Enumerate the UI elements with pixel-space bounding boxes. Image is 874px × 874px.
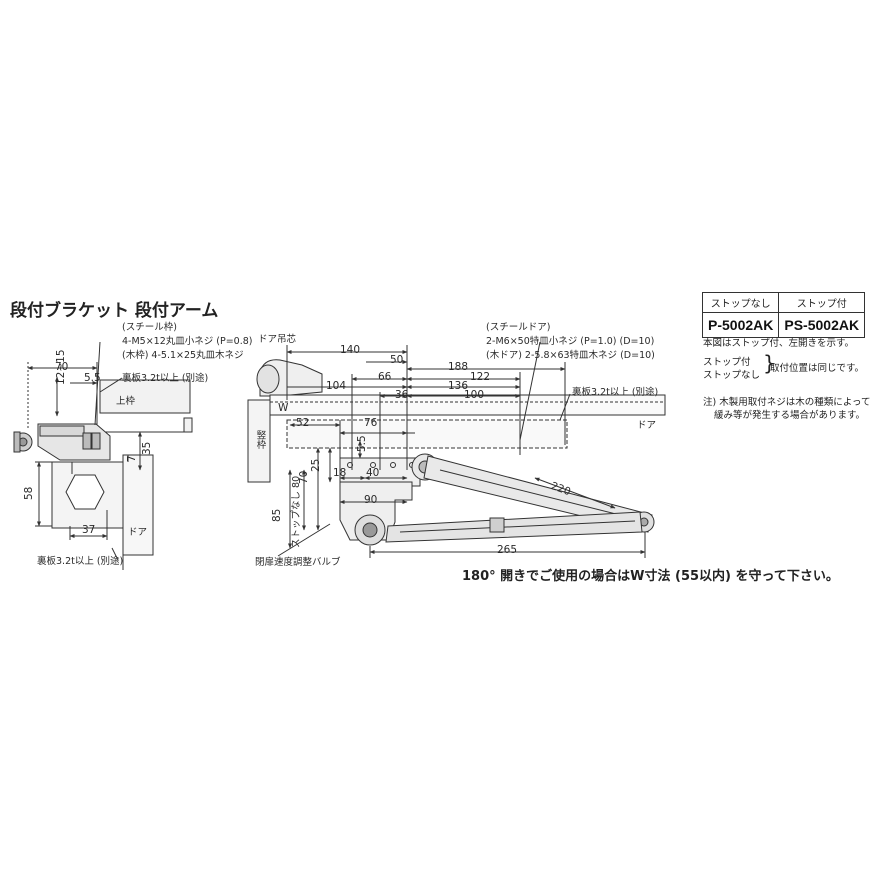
- upper-frame-label: 上枠: [116, 396, 136, 407]
- dim-52: 52: [296, 417, 310, 429]
- dim-90: 90: [364, 494, 378, 506]
- dim-265: 265: [497, 544, 518, 556]
- dim-66: 66: [378, 371, 392, 383]
- note-stop-without: ストップなし: [703, 370, 761, 381]
- frame-label: 竪枠: [254, 430, 266, 449]
- door-left: [122, 454, 154, 556]
- left-side-view: [13, 341, 193, 570]
- model-col1-value: P-5002AK: [701, 312, 780, 338]
- title-bracket: 段付ブラケット: [10, 301, 129, 321]
- note-wood-1: 注) 木製用取付ネジは木の種類によって: [703, 397, 871, 408]
- dim-left-12-15: 12~15: [55, 349, 67, 385]
- w-label: W: [278, 402, 289, 414]
- note-brace: }: [763, 351, 776, 375]
- dim-76: 76: [364, 417, 378, 429]
- warning-text: 180° 開きでご使用の場合はW寸法 (55以内) を守って下さい。: [462, 569, 839, 584]
- frame-column: [247, 399, 271, 483]
- door-pivot-label: ドア吊芯: [258, 334, 297, 345]
- dim-center-70: 70: [298, 470, 310, 484]
- backplate: [286, 419, 568, 449]
- valve-label: 閉扉速度調整バルブ: [255, 557, 341, 568]
- dim-18: 18: [333, 467, 347, 479]
- center-steel-door-label: (スチールドア): [486, 322, 551, 333]
- left-door-label: ドア: [128, 527, 148, 538]
- center-door-label: ドア: [637, 420, 657, 431]
- dim-left-70: 70: [55, 361, 69, 373]
- model-col2-header: ストップ付: [778, 292, 866, 313]
- dim-85: 85: [271, 508, 283, 522]
- note-same-position: 取付位置は同じです。: [770, 363, 865, 374]
- dim-36: 36: [395, 389, 409, 401]
- model-col2-value: PS-5002AK: [778, 312, 866, 338]
- center-screw-steel-label: 2-M6×50特皿小ネジ (P=1.0) (D=10): [486, 336, 655, 347]
- dim-left-37: 37: [82, 524, 96, 536]
- left-steel-frame-label: (スチール枠): [122, 322, 177, 333]
- left-backplate-top-label: 裏板3.2t以上 (別途): [122, 373, 209, 384]
- center-screw-wood-label: (木ドア) 2-5.8×63特皿木ネジ (D=10): [486, 350, 655, 361]
- note-line1: 本図はストップ付、左開きを示す。: [703, 338, 855, 349]
- dim-100: 100: [464, 389, 485, 401]
- dim-122: 122: [470, 371, 491, 383]
- title-arm: 段付アーム: [134, 301, 219, 321]
- dim-104: 104: [326, 380, 347, 392]
- upper-frame: [99, 379, 191, 414]
- dim-left-5-5: 5.5: [84, 372, 101, 384]
- dim-left-7: 7: [126, 455, 138, 462]
- stop-none-80-label: ストップなし 80: [291, 475, 302, 548]
- hex-nut: [65, 474, 105, 510]
- dim-left-35: 35: [141, 441, 153, 455]
- note-stop-with: ストップ付: [703, 357, 751, 368]
- dim-left-58: 58: [23, 486, 35, 500]
- dim-188: 188: [448, 361, 469, 373]
- model-table: ストップなし ストップ付 P-5002AK PS-5002AK: [701, 292, 866, 338]
- dim-50: 50: [390, 354, 404, 366]
- dim-25: 25: [310, 458, 322, 472]
- model-col1-header: ストップなし: [701, 292, 780, 313]
- center-backplate-label: 裏板3.2t以上 (別途): [572, 387, 659, 398]
- dim-136: 136: [448, 380, 469, 392]
- left-backplate-bottom-label: 裏板3.2t以上 (別途): [37, 556, 124, 567]
- front-view: [247, 341, 666, 558]
- dim-140: 140: [340, 344, 361, 356]
- page-title: 段付ブラケット 段付アーム: [10, 296, 218, 321]
- dim-40: 40: [366, 467, 380, 479]
- note-wood-2: 緩み等が発生する場合があります。: [714, 410, 866, 421]
- dim-center-5-5: 5.5: [356, 435, 368, 452]
- left-screw-wood-label: (木枠) 4-5.1×25丸皿木ネジ: [122, 350, 244, 361]
- left-screw-steel-label: 4-M5×12丸皿小ネジ (P=0.8): [122, 336, 253, 347]
